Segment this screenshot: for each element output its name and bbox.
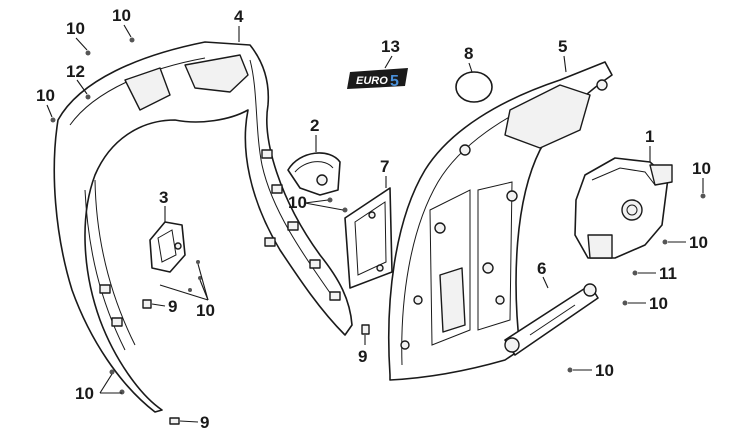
callout-10: 10 xyxy=(66,19,85,38)
clip-icon xyxy=(169,417,180,425)
callout-9: 9 xyxy=(168,297,177,316)
callout-2: 2 xyxy=(310,116,319,135)
callout-4: 4 xyxy=(234,7,244,26)
callout-10: 10 xyxy=(649,294,668,313)
callout-8: 8 xyxy=(464,44,473,63)
callout-10: 10 xyxy=(196,301,215,320)
callout-7: 7 xyxy=(380,157,389,176)
callout-10: 10 xyxy=(112,6,131,25)
callout-10: 10 xyxy=(36,86,55,105)
clip-icon xyxy=(361,324,370,335)
callout-10: 10 xyxy=(692,159,711,178)
screw-icon xyxy=(700,193,706,199)
callout-1: 1 xyxy=(645,127,654,146)
screw-icon xyxy=(662,239,668,245)
part-2-bracket xyxy=(287,152,341,196)
callout-10: 10 xyxy=(689,233,708,252)
screw-icon xyxy=(85,50,91,56)
screw-icon xyxy=(50,117,56,123)
part-7-panel xyxy=(344,187,393,289)
callout-12: 12 xyxy=(66,62,85,81)
callout-10: 10 xyxy=(595,361,614,380)
screw-icon xyxy=(327,197,333,203)
callout-9: 9 xyxy=(358,347,367,366)
screw-icon xyxy=(622,300,628,306)
callout-9: 9 xyxy=(200,413,209,432)
leader-lines xyxy=(46,24,704,423)
part-1-lock-housing xyxy=(574,157,673,259)
part-3-switch-bracket xyxy=(149,221,186,273)
callout-11: 11 xyxy=(659,264,677,283)
screw-icon xyxy=(342,207,348,213)
screw-icon xyxy=(129,37,135,43)
fasteners xyxy=(50,37,706,425)
part-6-hinge xyxy=(504,283,599,356)
screw-icon xyxy=(567,367,573,373)
callout-6: 6 xyxy=(537,259,546,278)
callout-13: 13 xyxy=(381,37,400,56)
screw-icon xyxy=(109,369,115,375)
callout-10: 10 xyxy=(288,193,307,212)
part-13-euro5-badge: EURO 5 xyxy=(347,68,408,90)
callout-3: 3 xyxy=(159,188,168,207)
part-8-o-ring xyxy=(455,71,493,103)
callout-10: 10 xyxy=(75,384,94,403)
screw-icon xyxy=(196,260,200,264)
part-4-front-shield xyxy=(53,41,353,413)
callout-5: 5 xyxy=(558,37,567,56)
screw-icon xyxy=(119,389,125,395)
clip-icon xyxy=(142,299,152,309)
screw-icon xyxy=(632,270,638,276)
screw-icon xyxy=(198,276,202,280)
screw-icon xyxy=(188,288,192,292)
badge-text: EURO xyxy=(356,75,388,87)
part-5-inner-panel xyxy=(388,61,613,381)
callout-labels: 10 10 12 10 4 13 8 5 2 1 7 3 10 10 10 11… xyxy=(36,6,711,432)
screw-icon xyxy=(85,94,91,100)
badge-number: 5 xyxy=(390,73,399,90)
